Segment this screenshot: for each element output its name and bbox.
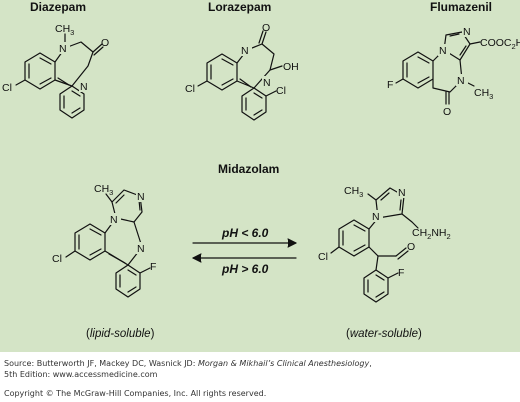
source-edition: 5th Edition: www.accessmedicine.com — [4, 370, 158, 379]
midazolam-imidazole-n-label: N — [137, 191, 145, 203]
flumazenil-structure — [395, 31, 481, 105]
midazolam-n4-label: N — [137, 243, 145, 255]
lorazepam-n4-label: N — [263, 77, 271, 89]
lorazepam-ortho-chlorine-label: Cl — [276, 85, 286, 97]
lorazepam-oxygen-label: O — [262, 22, 270, 34]
midazolam-open-structure — [330, 187, 419, 303]
diazepam-n1-label: N — [59, 43, 67, 55]
midazolam-open-oxygen-label: O — [407, 241, 415, 253]
flumazenil-n1-label: N — [439, 45, 447, 57]
midazolam-fluorine-label: F — [150, 261, 156, 273]
flumazenil-ester-label: COOC2H5 — [480, 37, 520, 51]
lorazepam-n1-label: N — [241, 45, 249, 57]
midazolam-open-n3-label: N — [398, 187, 406, 199]
flumazenil-title: Flumazenil — [430, 0, 493, 14]
equilibrium-arrows — [192, 238, 297, 263]
source-citation: Source: Butterworth JF, Mackey DC, Wasni… — [4, 359, 372, 368]
flumazenil-oxygen-label: O — [443, 106, 451, 118]
diazepam-oxygen-label: O — [101, 37, 109, 49]
diazepam-methyl-label: CH3 — [55, 23, 74, 37]
midazolam-open-aminomethyl-label: CH2NH2 — [412, 227, 451, 241]
midazolam-open-chlorine-label: Cl — [318, 251, 328, 263]
midazolam-open-fluorine-label: F — [398, 267, 404, 279]
midazolam-imidazole-ring — [111, 189, 143, 223]
lorazepam-title: Lorazepam — [208, 0, 272, 14]
chemical-structures-figure: N CH3 O N Cl N O OH N Cl Cl N N COOC2H5 … — [0, 0, 520, 352]
midazolam-n1-label: N — [110, 214, 118, 226]
midazolam-open-n1-label: N — [372, 211, 380, 223]
copyright-notice: Copyright © The McGraw-Hill Companies, I… — [4, 389, 267, 398]
midazolam-open-methyl-label: CH3 — [344, 185, 363, 199]
water-soluble-caption: (water-soluble) — [346, 328, 422, 340]
diazepam-n4-label: N — [80, 81, 88, 93]
lipid-soluble-caption: (lipid-soluble) — [86, 328, 155, 340]
diazepam-phenyl-ring — [59, 85, 85, 119]
midazolam-methyl-label: CH3 — [94, 183, 113, 197]
midazolam-closed-structure — [65, 189, 151, 298]
midazolam-title: Midazolam — [218, 162, 280, 176]
diazepam-chlorine-label: Cl — [2, 82, 12, 94]
forward-condition-label: pH < 6.0 — [222, 226, 269, 240]
reverse-condition-label: pH > 6.0 — [222, 262, 269, 276]
flumazenil-methyl-label: CH3 — [474, 87, 493, 101]
structures-svg: N CH3 O N Cl N O OH N Cl Cl N N COOC2H5 … — [2, 22, 520, 303]
midazolam-chlorine-label: Cl — [52, 253, 62, 265]
lorazepam-hydroxyl-label: OH — [283, 61, 299, 73]
lorazepam-chlorine-label: Cl — [185, 83, 195, 95]
flumazenil-n4-label: N — [457, 75, 465, 87]
diazepam-title: Diazepam — [30, 0, 87, 14]
flumazenil-fluorine-label: F — [387, 79, 393, 91]
flumazenil-imidazole-n-label: N — [463, 26, 471, 38]
